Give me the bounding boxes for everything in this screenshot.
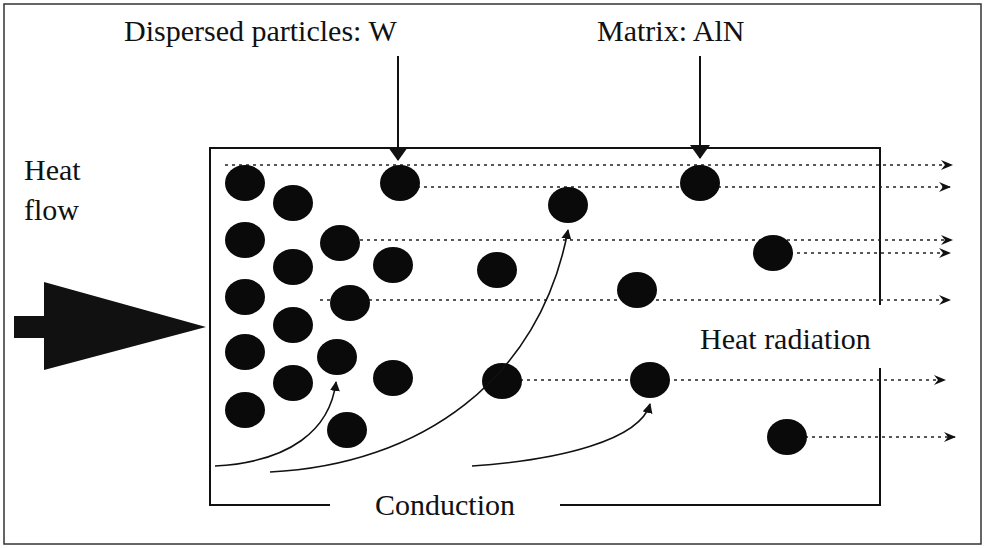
- radiation-line: [520, 379, 945, 380]
- w-particle: [373, 247, 413, 283]
- w-particle: [273, 249, 313, 285]
- w-particle: [548, 187, 588, 223]
- image-frame: [4, 4, 981, 544]
- radiation-label: Heat radiation: [700, 322, 871, 356]
- w-particle: [330, 285, 370, 321]
- w-particle: [317, 339, 357, 375]
- callout-arrows: [398, 56, 700, 160]
- heat-flow-label: Heat flow: [24, 150, 119, 230]
- w-particle: [767, 419, 807, 455]
- radiation-line: [805, 436, 955, 437]
- callout-label: Dispersed particles: W: [124, 14, 397, 48]
- w-particle: [477, 252, 517, 288]
- w-particle: [273, 365, 313, 401]
- conduction-paths: [215, 230, 650, 472]
- w-particle: [225, 165, 265, 201]
- w-particle: [225, 392, 265, 428]
- w-particle: [225, 334, 265, 370]
- callout-label: Matrix: AlN: [597, 14, 745, 48]
- w-particle: [225, 279, 265, 315]
- conduction-label: Conduction: [367, 488, 523, 522]
- w-particle: [225, 222, 265, 258]
- w-particle: [327, 412, 367, 448]
- radiation-line: [225, 164, 952, 165]
- w-particle: [680, 165, 720, 201]
- w-particle: [320, 225, 360, 261]
- w-particle: [617, 272, 657, 308]
- radiation-lines: [225, 165, 955, 437]
- tungsten-particles: [225, 165, 807, 455]
- radiation-line: [410, 186, 950, 187]
- w-particle: [373, 360, 413, 396]
- heat-flow-arrow: [14, 282, 206, 370]
- w-particle: [380, 165, 420, 201]
- w-particle: [630, 362, 670, 398]
- w-particle: [273, 307, 313, 343]
- w-particle: [273, 185, 313, 221]
- radiation-line: [360, 239, 952, 240]
- radiation-line: [790, 252, 950, 253]
- matrix-outline: [210, 148, 880, 505]
- w-particle: [753, 235, 793, 271]
